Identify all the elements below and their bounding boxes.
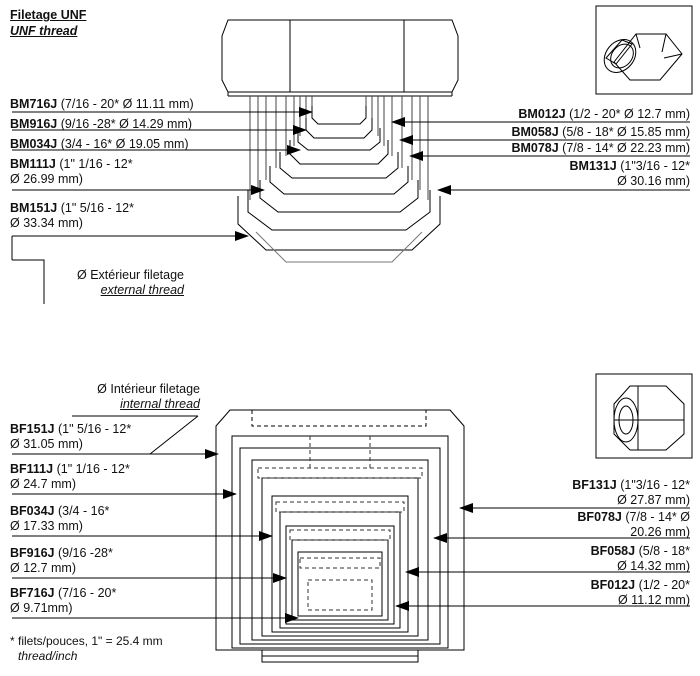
label-bf151j: BF151J (1" 5/16 - 12* Ø 31.05 mm) [10, 422, 132, 451]
female-leader-lines [12, 415, 690, 623]
title-fr: Filetage UNF [10, 8, 87, 22]
female-adapter-drawing [215, 409, 465, 663]
nested-cone-profiles [237, 106, 441, 263]
male-leader-lines [11, 107, 690, 304]
male-adapter-drawing [221, 19, 459, 263]
label-bf058j: BF058J (5/8 - 18* Ø 14.32 mm) [590, 544, 690, 573]
label-bm151j: BM151J (1" 5/16 - 12* Ø 33.34 mm) [10, 201, 134, 230]
male-thumbnail [595, 5, 693, 95]
title-en: UNF thread [10, 24, 78, 38]
label-bm078j: BM078J (7/8 - 14* Ø 22.23 mm) [511, 141, 690, 155]
label-bm058j: BM058J (5/8 - 18* Ø 15.85 mm) [511, 125, 690, 139]
label-bf078j: BF078J (7/8 - 14* Ø 20.26 mm) [577, 510, 690, 539]
label-bf012j: BF012J (1/2 - 20* Ø 11.12 mm) [590, 578, 690, 607]
internal-thread-label: Ø Intérieur filetage internal thread [97, 382, 200, 411]
footnote: * filets/pouces, 1" = 25.4 mm thread/inc… [10, 634, 163, 663]
label-bm916j: BM916J (9/16 -28* Ø 14.29 mm) [10, 117, 193, 131]
label-bm111j: BM111J (1" 1/16 - 12* Ø 26.99 mm) [10, 157, 133, 186]
label-bm034j: BM034J (3/4 - 16* Ø 19.05 mm) [10, 137, 189, 151]
label-bm012j: BM012J (1/2 - 20* Ø 12.7 mm) [518, 107, 690, 121]
label-bm131j: BM131J (1"3/16 - 12* Ø 30.16 mm) [569, 159, 691, 188]
label-bf111j: BF111J (1" 1/16 - 12* Ø 24.7 mm) [10, 462, 130, 491]
female-thumbnail [595, 373, 693, 459]
label-bf916j: BF916J (9/16 -28* Ø 12.7 mm) [10, 546, 113, 575]
label-bf716j: BF716J (7/16 - 20* Ø 9.71mm) [10, 586, 117, 615]
label-bf131j: BF131J (1"3/16 - 12* Ø 27.87 mm) [572, 478, 690, 507]
label-bf034j: BF034J (3/4 - 16* Ø 17.33 mm) [10, 504, 110, 533]
external-thread-label: Ø Extérieur filetage external thread [77, 268, 184, 297]
hex-nut-body [221, 19, 459, 97]
label-bm716j: BM716J (7/16 - 20* Ø 11.11 mm) [10, 97, 194, 111]
